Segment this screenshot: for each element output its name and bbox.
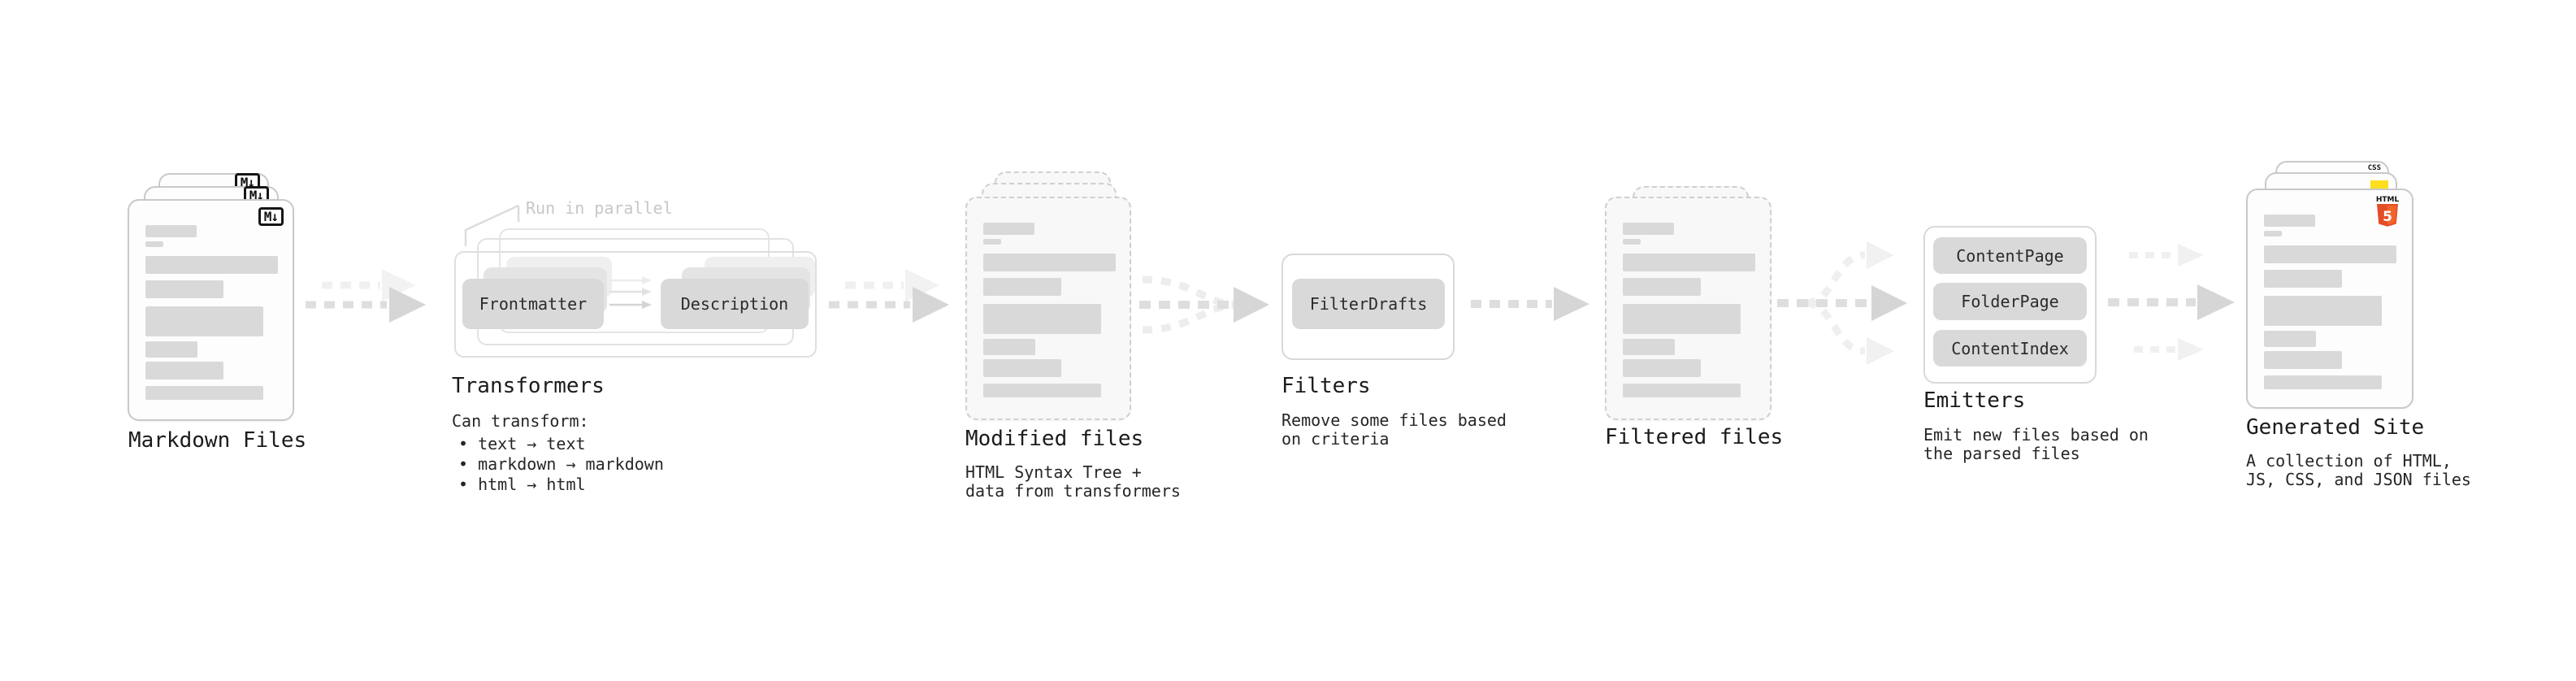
html5-icon: HTML 5	[2376, 196, 2400, 227]
text-line-placeholder	[983, 239, 1001, 245]
text-line-placeholder	[2264, 296, 2382, 326]
filtered-files-title: Filtered files	[1605, 425, 1784, 449]
desc-line: Remove some files based	[1281, 410, 1507, 430]
generated-site-title: Generated Site	[2246, 415, 2425, 440]
modified-files-desc: HTML Syntax Tree + data from transformer…	[965, 463, 1181, 501]
run-in-parallel-callout-line	[464, 204, 520, 246]
svg-text:HTML: HTML	[2376, 196, 2400, 204]
flow-arrow-diverge	[1777, 241, 1907, 365]
desc-line: HTML Syntax Tree +	[965, 462, 1142, 482]
text-line-placeholder	[1623, 239, 1641, 245]
text-line-placeholder	[1623, 384, 1741, 397]
text-line-placeholder	[1623, 254, 1755, 271]
desc-line: Emit new files based on	[1923, 425, 2149, 445]
js-icon	[2370, 180, 2388, 189]
bullet-item: • html → html	[458, 475, 586, 494]
text-line-placeholder	[145, 241, 163, 247]
text-line-placeholder	[983, 223, 1034, 235]
text-line-placeholder	[2264, 215, 2315, 227]
modified-file-card-front	[965, 197, 1131, 420]
text-line-placeholder	[2264, 270, 2342, 288]
text-line-placeholder	[1623, 339, 1675, 355]
flow-arrow-1	[306, 269, 426, 323]
text-line-placeholder	[145, 386, 263, 400]
text-line-placeholder	[983, 304, 1101, 334]
text-line-placeholder	[145, 225, 197, 237]
markdown-file-card-front: M↓	[128, 199, 294, 421]
flow-arrow-2	[829, 269, 949, 323]
transformer-link-arrows	[609, 276, 652, 309]
text-line-placeholder	[1623, 359, 1701, 377]
text-line-placeholder	[983, 359, 1061, 377]
html-file-card-front: HTML 5	[2246, 189, 2413, 409]
transformer-frontmatter: Frontmatter	[462, 279, 604, 329]
text-line-placeholder	[2264, 245, 2396, 263]
text-line-placeholder	[145, 280, 223, 298]
text-line-placeholder	[983, 384, 1101, 397]
text-line-placeholder	[1623, 223, 1674, 235]
modified-files-title: Modified files	[965, 427, 1144, 451]
bullet-item: • text → text	[458, 434, 586, 453]
emitters-desc: Emit new files based on the parsed files	[1923, 426, 2149, 463]
text-line-placeholder	[145, 256, 278, 274]
filters-title: Filters	[1281, 374, 1371, 398]
markdown-icon: M↓	[258, 207, 284, 226]
desc-line: on criteria	[1281, 429, 1390, 449]
svg-text:5: 5	[2383, 209, 2392, 225]
desc-line: A collection of HTML,	[2246, 451, 2452, 471]
generated-site-desc: A collection of HTML, JS, CSS, and JSON …	[2246, 452, 2471, 489]
transformer-description: Description	[661, 279, 809, 329]
transformers-title: Transformers	[452, 374, 605, 398]
desc-line: the parsed files	[1923, 444, 2080, 463]
text-line-placeholder	[983, 339, 1035, 355]
desc-line: JS, CSS, and JSON files	[2246, 470, 2471, 489]
flow-arrow-converge	[1139, 275, 1269, 334]
text-line-placeholder	[2264, 331, 2316, 347]
transformers-desc-heading: Can transform:	[452, 411, 589, 431]
emitter-folder-page: FolderPage	[1933, 283, 2087, 320]
text-line-placeholder	[145, 306, 263, 336]
desc-line: data from transformers	[965, 481, 1181, 501]
emitter-content-index: ContentIndex	[1933, 330, 2087, 367]
emitter-content-page: ContentPage	[1933, 237, 2087, 274]
text-line-placeholder	[1623, 304, 1741, 334]
text-line-placeholder	[983, 278, 1061, 296]
transformers-bullet-list: • text → text • markdown → markdown • ht…	[458, 434, 664, 495]
emitters-title: Emitters	[1923, 388, 2026, 413]
flow-arrows-triple	[2108, 244, 2235, 361]
text-line-placeholder	[1623, 278, 1701, 296]
filter-drafts: FilterDrafts	[1292, 279, 1445, 329]
text-line-placeholder	[2264, 375, 2382, 389]
filtered-file-card-front	[1605, 197, 1772, 420]
text-line-placeholder	[145, 362, 223, 380]
text-line-placeholder	[983, 254, 1116, 271]
filters-desc: Remove some files based on criteria	[1281, 411, 1507, 449]
run-in-parallel-label: Run in parallel	[526, 198, 673, 218]
flow-arrow-3	[1471, 287, 1589, 321]
transformer-group-box-front	[454, 251, 817, 358]
bullet-item: • markdown → markdown	[458, 454, 664, 474]
text-line-placeholder	[2264, 231, 2282, 236]
markdown-files-title: Markdown Files	[128, 428, 307, 453]
text-line-placeholder	[2264, 351, 2342, 369]
text-line-placeholder	[145, 341, 197, 358]
